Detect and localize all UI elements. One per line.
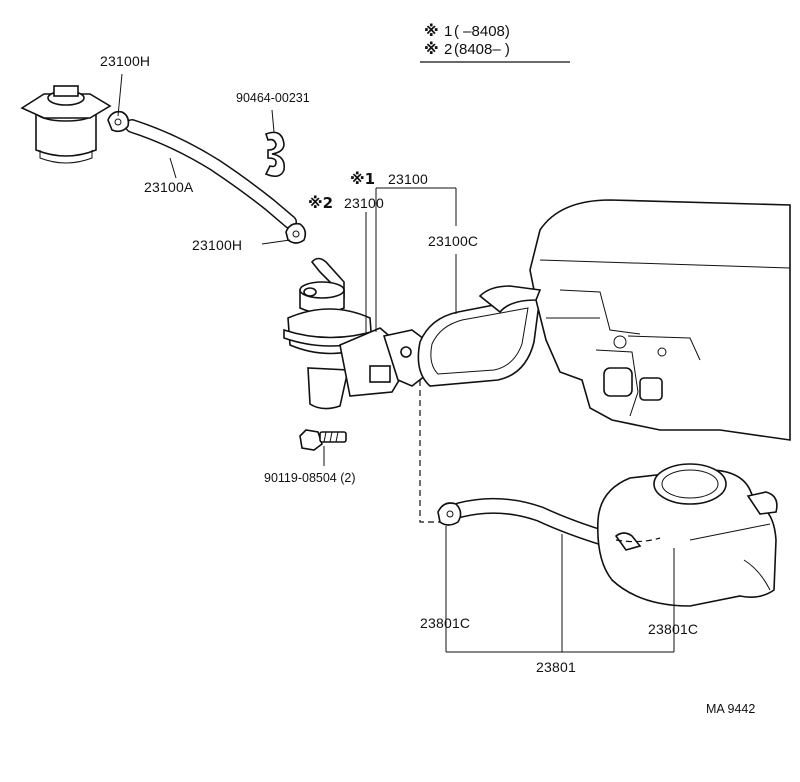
legend-mark-2: ※ — [424, 40, 439, 58]
label-23100h-bottom: 23100H — [192, 237, 242, 253]
lower-component — [596, 463, 778, 607]
hose-23100a — [125, 119, 297, 229]
hose-23801 — [452, 497, 618, 548]
label-23801: 23801 — [536, 659, 576, 675]
legend-range-1: ( –8408) — [454, 23, 510, 40]
hose-clip-top — [107, 110, 130, 133]
label-90119-08504: 90119-08504 (2) — [264, 471, 356, 485]
label-23100-a: 23100 — [388, 171, 428, 187]
label-90464-00231: 90464-00231 — [236, 91, 310, 105]
label-23100-b: 23100 — [344, 195, 384, 211]
figure-code: MA 9442 — [706, 702, 755, 716]
legend-range-2: (8408– ) — [454, 41, 510, 58]
clamp-part — [264, 131, 286, 178]
label-mark2-23100: ※2 — [308, 194, 333, 212]
bolt-part — [299, 429, 347, 451]
gasket-part — [417, 295, 541, 387]
dashed-guide — [419, 380, 440, 523]
legend-num-1: 1 — [444, 23, 452, 40]
leader-lines — [117, 73, 675, 653]
legend-num-2: 2 — [444, 41, 452, 58]
hose-clip-bottom — [285, 222, 307, 244]
label-23100h-top: 23100H — [100, 53, 150, 69]
label-23100a: 23100A — [144, 179, 194, 195]
legend-mark-1: ※ — [424, 22, 439, 40]
engine-block — [478, 199, 791, 441]
label-23801c-left: 23801C — [420, 615, 470, 631]
label-23801c-right: 23801C — [648, 621, 698, 637]
fuel-pump — [283, 257, 431, 410]
hose-clip-left — [437, 502, 462, 526]
label-mark1-23100: ※1 — [350, 170, 375, 188]
legend: ※ 1 ( –8408) ※ 2 (8408– ) — [420, 22, 570, 63]
fuel-filter — [20, 85, 112, 164]
dashed-guide-right — [615, 537, 661, 543]
label-23100c: 23100C — [428, 233, 478, 249]
